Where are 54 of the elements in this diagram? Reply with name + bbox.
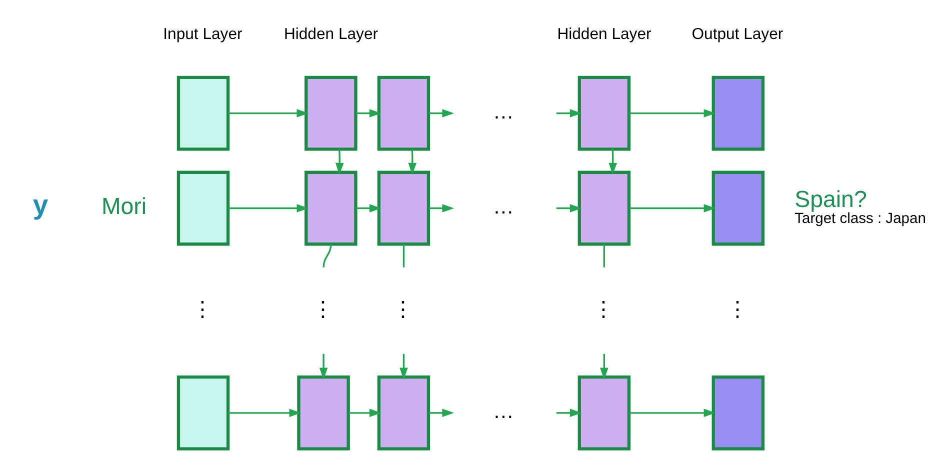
arrow <box>629 408 716 418</box>
node-box <box>176 375 230 450</box>
connector <box>402 244 405 268</box>
node-label: Hidden Layer <box>557 26 652 43</box>
label: y <box>32 188 48 220</box>
arrow <box>608 149 618 175</box>
node-label: Spain? <box>794 186 867 212</box>
arrow <box>428 109 454 118</box>
node-box <box>176 76 230 151</box>
arrow <box>400 354 408 380</box>
node-box <box>578 76 631 151</box>
node-box <box>176 170 230 246</box>
label: ⋮ <box>727 298 748 321</box>
label: ⋮ <box>593 298 614 321</box>
label: ⋮ <box>312 298 334 321</box>
arrow <box>228 408 302 418</box>
arrow <box>629 204 716 212</box>
node-box <box>304 170 358 246</box>
arrow <box>556 408 582 418</box>
node-box <box>304 76 358 151</box>
label: ⋮ <box>192 298 214 321</box>
node-label: Hidden Layer <box>284 26 378 43</box>
connector <box>603 244 606 268</box>
arrow <box>356 109 382 118</box>
node-box <box>578 375 631 450</box>
arrow <box>228 204 309 212</box>
arrow <box>428 204 454 212</box>
arrow <box>335 149 344 175</box>
node-label: Output Layer <box>692 26 784 43</box>
node-box <box>712 375 765 450</box>
node-label: Mori <box>101 193 147 220</box>
arrow <box>319 354 328 380</box>
node-box <box>377 76 430 151</box>
arrow <box>356 204 382 212</box>
arrow <box>556 109 582 118</box>
arrow <box>556 204 582 212</box>
arrow <box>408 149 417 175</box>
arrow <box>348 408 382 418</box>
node-box <box>578 170 631 246</box>
arrow <box>428 408 454 418</box>
label: … <box>492 100 514 124</box>
node-label: Input Layer <box>163 26 242 43</box>
node-box <box>377 170 430 246</box>
label: ⋮ <box>392 298 414 321</box>
node-box <box>712 76 765 151</box>
connector <box>322 244 332 268</box>
arrow <box>228 109 309 118</box>
node-box <box>712 170 765 246</box>
label: … <box>492 400 514 424</box>
node-box <box>297 375 350 450</box>
node-box <box>377 375 430 450</box>
label: … <box>492 196 514 219</box>
arrow <box>600 354 608 380</box>
arrow <box>629 109 716 118</box>
